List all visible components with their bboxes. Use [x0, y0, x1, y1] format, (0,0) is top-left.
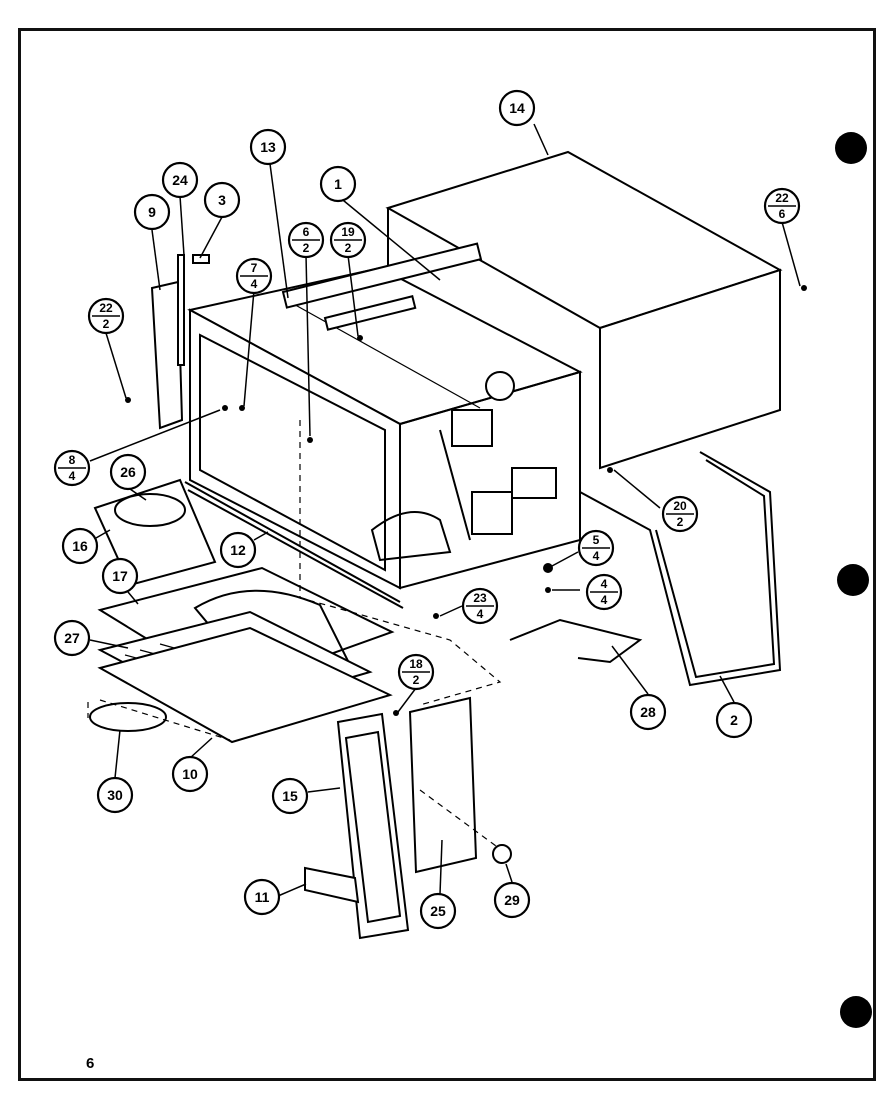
callout-16-label: 16 [72, 538, 88, 554]
callout-4-4: 44 [585, 573, 623, 611]
callout-27-label: 27 [64, 630, 80, 646]
callout-10: 10 [171, 755, 209, 793]
callout-8-4: 84 [53, 449, 91, 487]
callout-26: 26 [109, 453, 147, 491]
callout-27: 27 [53, 619, 91, 657]
callout-17: 17 [101, 557, 139, 595]
callout-2: 2 [715, 701, 753, 739]
callout-19-2: 192 [329, 221, 367, 259]
callout-5-4: 54 [577, 529, 615, 567]
callout-25-label: 25 [430, 903, 446, 919]
callout-15-label: 15 [282, 788, 298, 804]
callout-13-label: 13 [260, 139, 276, 155]
callout-22-6-bottom: 6 [779, 207, 786, 221]
callout-7-4-top: 7 [251, 261, 258, 275]
side-panel [150, 280, 184, 430]
callout-22-2-top: 22 [99, 301, 113, 315]
cabinet-wrapper-side [599, 268, 781, 470]
callout-24-label: 24 [172, 172, 188, 188]
transformer [451, 409, 493, 447]
parts-drawing [87, 132, 872, 1028]
callout-16: 16 [61, 527, 99, 565]
callout-23-4: 234 [461, 587, 499, 625]
control-panel [408, 696, 478, 874]
callout-10-label: 10 [182, 766, 198, 782]
callout-15: 15 [271, 777, 309, 815]
callout-1-label: 1 [334, 176, 342, 192]
callout-17-label: 17 [112, 568, 128, 584]
callout-12-label: 12 [230, 542, 246, 558]
lamp [89, 702, 167, 732]
fan-blade [114, 493, 186, 527]
callout-4-4-top: 4 [601, 577, 608, 591]
callout-9: 9 [133, 193, 171, 231]
callout-9-label: 9 [148, 204, 156, 220]
callout-18-2: 182 [397, 653, 435, 691]
power-cord [579, 451, 782, 687]
callout-22-6: 226 [763, 187, 801, 225]
callout-23-4-bottom: 4 [477, 607, 484, 621]
callout-6-2-bottom: 2 [303, 241, 310, 255]
callout-12: 12 [219, 531, 257, 569]
knob [492, 844, 512, 864]
callout-4-4-bottom: 4 [601, 593, 608, 607]
callout-6-2-top: 6 [303, 225, 310, 239]
callout-19-2-top: 19 [341, 225, 355, 239]
bottom-plate [97, 626, 393, 744]
callout-5-4-bottom: 4 [593, 549, 600, 563]
callout-30: 30 [96, 776, 134, 814]
callout-22-2: 222 [87, 297, 125, 335]
top-rail [281, 242, 483, 309]
callout-20-2-bottom: 2 [677, 515, 684, 529]
callout-23-4-top: 23 [473, 591, 487, 605]
callout-22-6-top: 22 [775, 191, 789, 205]
callout-25: 25 [419, 892, 457, 930]
callout-18-2-top: 18 [409, 657, 423, 671]
callout-28: 28 [629, 693, 667, 731]
page-number: 6 [86, 1055, 95, 1072]
wire-harness [509, 618, 643, 664]
callout-8-4-bottom: 4 [69, 469, 76, 483]
callout-5-4-top: 5 [593, 533, 600, 547]
callout-2-label: 2 [730, 712, 738, 728]
callout-29: 29 [493, 881, 531, 919]
callout-11-label: 11 [255, 889, 270, 905]
callout-7-4-bottom: 4 [251, 277, 258, 291]
callout-29-label: 29 [504, 892, 520, 908]
callout-30-label: 30 [107, 787, 123, 803]
callout-20-2-top: 20 [673, 499, 687, 513]
callout-28-label: 28 [640, 704, 656, 720]
callout-19-2-bottom: 2 [345, 241, 352, 255]
callout-1: 1 [319, 165, 357, 203]
callout-18-2-bottom: 2 [413, 673, 420, 687]
callout-6-2: 62 [287, 221, 325, 259]
callout-26-label: 26 [120, 464, 136, 480]
callout-22-2-bottom: 2 [103, 317, 110, 331]
strip-24 [177, 254, 185, 366]
callout-14-label: 14 [509, 100, 525, 116]
callout-7-4: 74 [235, 257, 273, 295]
callout-24: 24 [161, 161, 199, 199]
callout-13: 13 [249, 128, 287, 166]
callout-8-4-top: 8 [69, 453, 76, 467]
callout-3-label: 3 [218, 192, 226, 208]
callout-14: 14 [498, 89, 536, 127]
callout-11: 11 [243, 878, 281, 916]
callout-20-2: 202 [661, 495, 699, 533]
door [336, 712, 410, 940]
diagram-border [18, 28, 876, 1081]
trim-strip [304, 866, 360, 904]
callout-3: 3 [203, 181, 241, 219]
